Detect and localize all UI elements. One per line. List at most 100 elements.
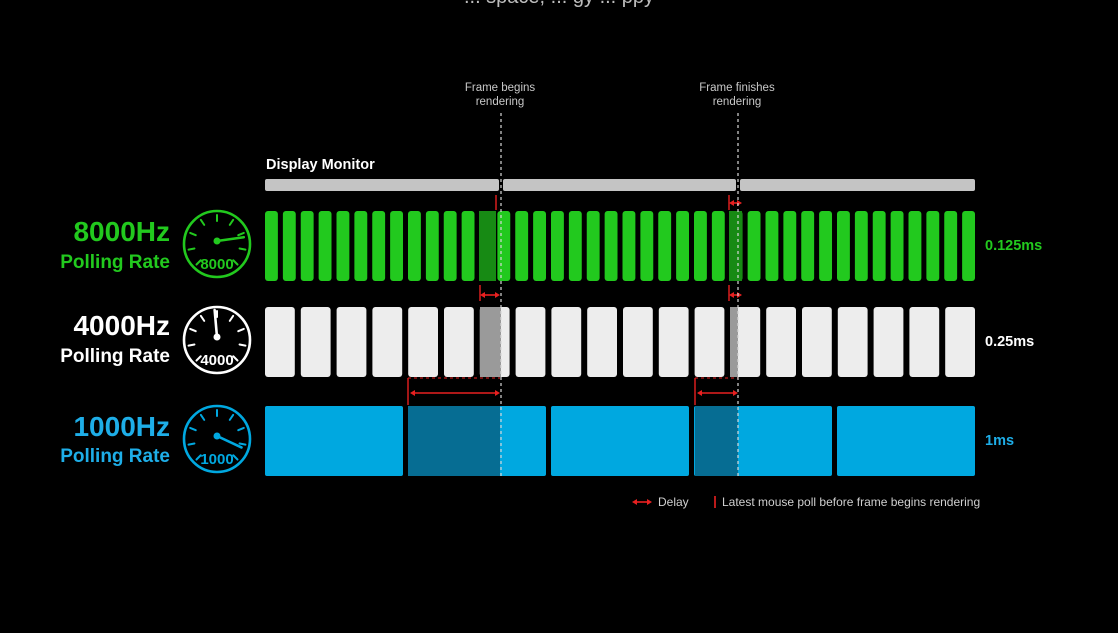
delay-arrow-icon <box>632 499 652 505</box>
poll-block-4000-20 <box>945 307 975 377</box>
poll-block-8000-31 <box>801 211 815 281</box>
gauge-8000-label: 8000 <box>200 256 233 273</box>
poll-block-8000-29 <box>765 211 779 281</box>
poll-block-8000-18 <box>568 211 582 281</box>
poll-block-8000-32 <box>819 211 833 281</box>
gauge-4000-icon: 4000 <box>182 305 252 375</box>
frame-marker-lines <box>500 113 739 478</box>
poll-block-4000-17 <box>837 307 868 377</box>
poll-block-8000-9 <box>408 211 421 281</box>
poll-block-4000-9 <box>551 307 582 377</box>
rate-1000-title: 1000Hz <box>73 411 170 442</box>
poll-block-8000-21 <box>622 211 636 281</box>
poll-block-8000-35 <box>872 211 886 281</box>
poll-block-8000-19 <box>586 211 600 281</box>
poll-block-4000-10 <box>587 307 617 377</box>
display-monitor-bars <box>265 179 975 191</box>
poll-block-8000-11 <box>443 211 457 281</box>
interval-4000: 0.25ms <box>985 334 1035 350</box>
poll-block-8000-22 <box>640 211 654 281</box>
rate-1000-subtitle: Polling Rate <box>60 446 170 467</box>
poll-block-1000-5 <box>837 406 975 476</box>
poll-block-8000-14 <box>497 211 511 281</box>
monitor-frame-bar-2 <box>503 179 736 191</box>
poll-block-4000-11 <box>623 307 653 377</box>
latest-poll-1000-begin <box>408 406 500 476</box>
poll-block-4000-4 <box>372 307 403 377</box>
delay-arrow-1000-finish <box>697 390 738 396</box>
poll-block-8000-8 <box>390 211 404 281</box>
poll-block-8000-12 <box>461 211 475 281</box>
poll-block-4000-2 <box>300 307 331 377</box>
poll-block-8000-10 <box>425 211 439 281</box>
poll-block-4000-16 <box>802 307 832 377</box>
header-partial-text: ... space, ... gy ... ppy <box>0 0 1118 9</box>
poll-block-4000-19 <box>909 307 940 377</box>
legend-latest-poll-label: Latest mouse poll before frame begins re… <box>722 495 981 509</box>
poll-block-8000-39 <box>944 211 958 281</box>
latest-poll-4000-begin <box>480 307 501 377</box>
latest-poll-8000-begin <box>479 211 496 281</box>
legend-delay: Delay <box>631 494 689 510</box>
gauge-4000-label: 4000 <box>200 352 233 369</box>
poll-block-8000-40 <box>962 211 976 281</box>
poll-block-8000-30 <box>783 211 797 281</box>
poll-block-1000-3 <box>551 406 689 476</box>
monitor-frame-bar-1 <box>265 179 499 191</box>
monitor-frame-bar-3 <box>740 179 975 191</box>
interval-8000: 0.125ms <box>985 238 1043 254</box>
poll-block-8000-36 <box>890 211 904 281</box>
poll-block-4000-3 <box>336 307 367 377</box>
rate-8000-subtitle: Polling Rate <box>60 252 170 273</box>
poll-block-4000-6 <box>444 307 474 377</box>
poll-block-4000-1 <box>265 307 295 377</box>
poll-block-4000-13 <box>694 307 725 377</box>
delay-arrow-4000-finish <box>729 292 742 298</box>
poll-block-8000-17 <box>551 211 564 281</box>
gauge-1000-icon: 1000 <box>182 404 252 474</box>
poll-block-4000-15 <box>766 307 796 377</box>
polling-blocks <box>265 211 976 476</box>
poll-block-8000-34 <box>854 211 868 281</box>
poll-block-8000-2 <box>282 211 296 281</box>
display-monitor-title: Display Monitor <box>266 157 375 173</box>
poll-block-8000-6 <box>354 211 368 281</box>
interval-1000: 1ms <box>985 433 1015 449</box>
poll-block-4000-12 <box>658 307 689 377</box>
gauge-1000-label: 1000 <box>200 451 233 468</box>
latest-poll-8000-finish <box>729 211 742 281</box>
poll-block-8000-1 <box>265 211 278 281</box>
rate-8000-title: 8000Hz <box>73 216 170 247</box>
poll-block-8000-37 <box>908 211 922 281</box>
poll-block-8000-3 <box>300 211 314 281</box>
latest-poll-1000-finish <box>695 406 738 476</box>
legend-latest-poll: Latest mouse poll before frame begins re… <box>712 494 980 510</box>
poll-block-8000-28 <box>747 211 761 281</box>
rate-4000-title: 4000Hz <box>73 310 170 341</box>
poll-block-1000-1 <box>265 406 403 476</box>
poll-block-8000-26 <box>711 211 725 281</box>
legend-delay-label: Delay <box>658 495 689 509</box>
poll-block-4000-8 <box>515 307 546 377</box>
poll-block-8000-7 <box>372 211 386 281</box>
poll-block-8000-16 <box>533 211 547 281</box>
latest-poll-4000-finish <box>730 307 738 377</box>
delay-arrow-1000-begin <box>410 390 500 396</box>
poll-block-8000-20 <box>604 211 618 281</box>
rate-4000-subtitle: Polling Rate <box>60 346 170 367</box>
latest-poll-tick-icon <box>714 496 716 508</box>
delay-arrow-8000-finish <box>729 200 742 206</box>
poll-block-8000-38 <box>926 211 940 281</box>
poll-block-8000-24 <box>676 211 690 281</box>
poll-block-8000-25 <box>694 211 707 281</box>
gauge-8000-icon: 8000 <box>182 209 252 279</box>
gauges: 8000 4000 1000 <box>182 209 252 474</box>
poll-block-4000-18 <box>873 307 904 377</box>
poll-block-8000-15 <box>515 211 529 281</box>
delay-markers <box>407 195 742 405</box>
